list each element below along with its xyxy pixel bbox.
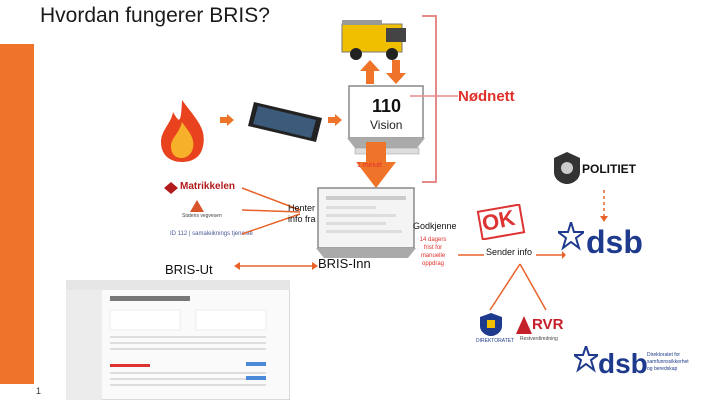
bris-inn-monitor-icon	[316, 187, 416, 258]
matrikkelen-logo-icon	[164, 182, 178, 194]
ok-stamp-icon	[476, 204, 526, 240]
label-nodnett: Nødnett	[458, 88, 515, 105]
label-statens-vegvesen: Statens vegvesen	[182, 213, 222, 219]
label-politiet: POLITIET	[582, 162, 636, 176]
label-info-fra: info fra	[288, 214, 316, 224]
arrow-to-dsb	[536, 251, 566, 259]
arrow-right-icon	[220, 114, 234, 126]
label-dsb-full-3: og beredskap	[647, 366, 678, 372]
smartphone-icon	[248, 102, 322, 142]
double-arrow-bris	[234, 262, 318, 270]
label-1-minutt: 1 minutt	[357, 162, 382, 169]
label-110: 110	[372, 96, 402, 116]
label-dsb-bottom: dsb	[598, 348, 648, 379]
label-dsb-full-2: samfunnssikkerhet	[647, 359, 689, 365]
label-rvr-sub: Restverdiredning	[520, 336, 558, 342]
label-matrikkelen: Matrikkelen	[180, 181, 236, 192]
label-bris-ut: BRIS-Ut	[165, 262, 213, 277]
label-rvr: RVR	[532, 316, 564, 333]
branch-arrows	[489, 263, 547, 311]
label-manuelle: manuelle	[420, 253, 446, 259]
page-number: 1	[36, 386, 42, 396]
label-frist: 14 dagers frist for manuelle oppdrag	[416, 236, 450, 268]
dsb-star-icon-bottom	[574, 346, 598, 373]
label-dsb-top: dsb	[586, 224, 643, 260]
label-direktoratet: DIREKTORATET	[476, 338, 515, 344]
label-frist-for: frist for	[423, 245, 443, 251]
label-fellestjeneste: ID 112 | samaleiknings tjeneste	[170, 231, 253, 237]
arrow-to-sender	[458, 254, 484, 256]
up-down-arrows-icon	[360, 60, 406, 84]
politiet-emblem-icon	[554, 152, 580, 184]
slide-title: Hvordan fungerer BRIS?	[40, 4, 270, 27]
connector-line	[410, 95, 458, 97]
label-14-dagers: 14 dagers	[419, 237, 447, 243]
down-arrow-icon	[356, 142, 396, 188]
label-henter: Henter	[288, 203, 316, 213]
source-arrows	[241, 187, 301, 235]
accent-bar	[0, 44, 34, 384]
direktoratet-shield-icon	[480, 313, 502, 336]
label-sender-info: Sender info	[486, 247, 533, 257]
dsb-star-icon	[558, 222, 584, 251]
label-oppdrag: oppdrag	[421, 261, 445, 267]
statens-vegvesen-logo-icon	[190, 200, 204, 212]
fire-truck-icon	[341, 20, 406, 60]
label-dsb-fullname: Direktoratet for samfunnssikkerhet og be…	[647, 352, 689, 373]
bracket-icon	[422, 15, 437, 183]
label-vision: Vision	[370, 118, 403, 132]
arrow-right-icon	[328, 114, 342, 126]
fire-icon	[161, 100, 204, 162]
bris-ut-screenshot	[66, 280, 290, 400]
dashed-arrow-politiet	[600, 190, 608, 222]
label-dsb-full-1: Direktoratet for	[647, 352, 681, 358]
rvr-logo-icon	[516, 316, 532, 334]
label-godkjenne: Godkjenne	[413, 221, 457, 231]
label-henter-info: Henter info fra	[288, 203, 316, 225]
label-bris-inn: BRIS-Inn	[318, 256, 371, 271]
